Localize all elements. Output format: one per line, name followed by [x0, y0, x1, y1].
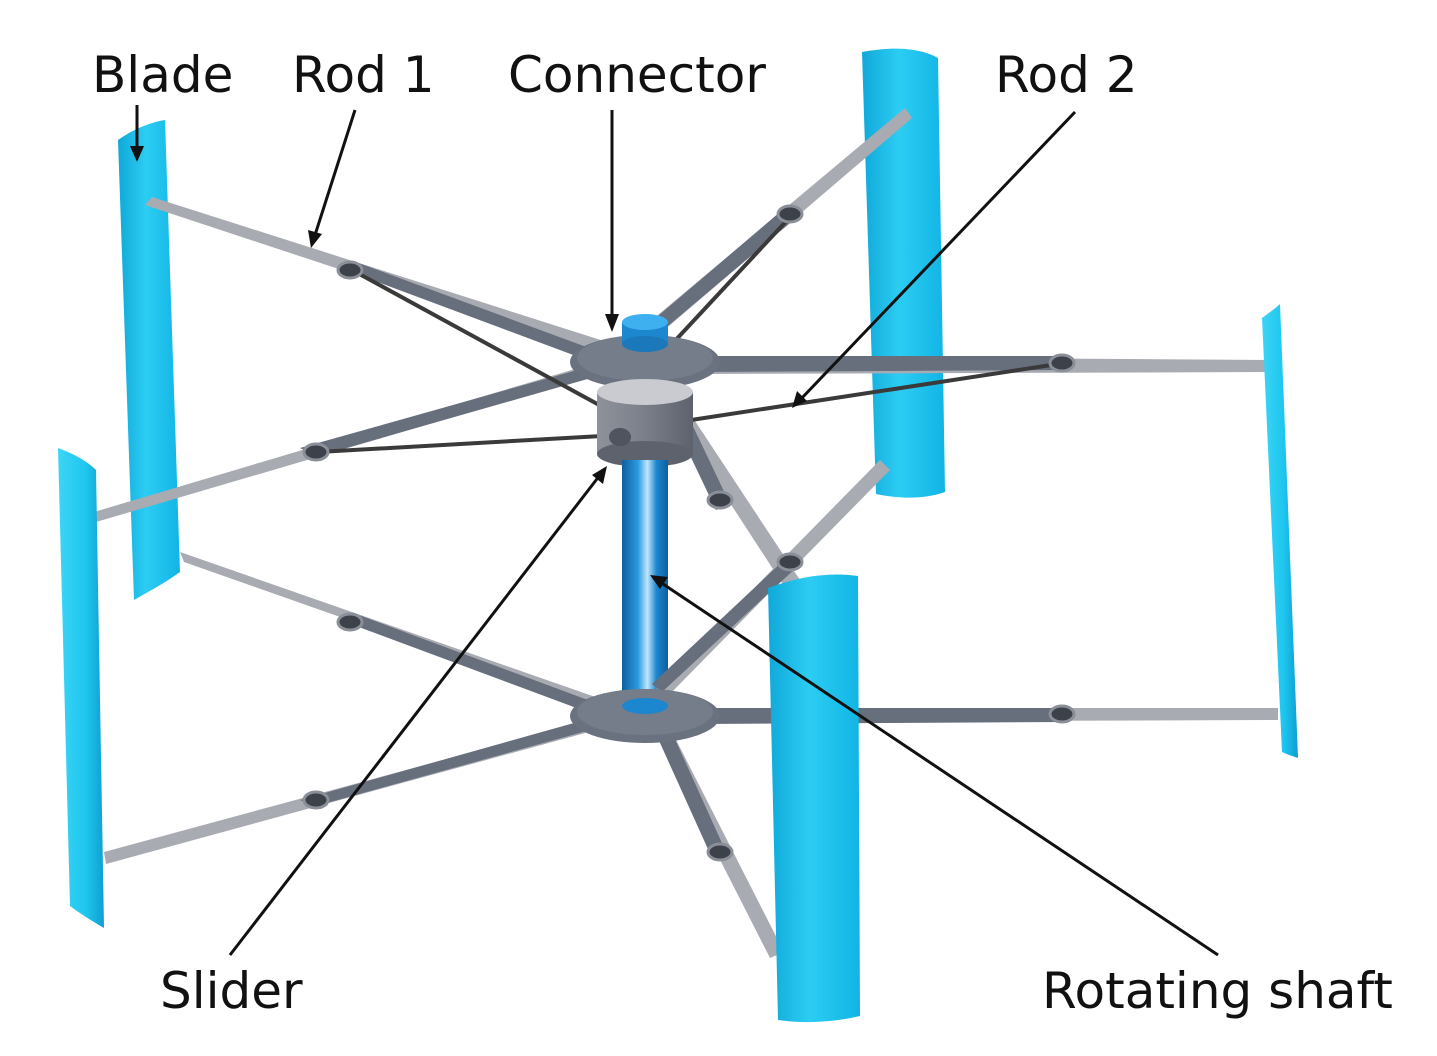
- leader-connector: [605, 110, 619, 332]
- blade-front-left: [58, 448, 104, 928]
- leader-lines: [130, 105, 1219, 957]
- connector-hub: [570, 314, 720, 389]
- blade-back-left: [118, 120, 180, 600]
- leader-blade: [130, 105, 144, 162]
- leader-slider: [228, 466, 607, 956]
- slider: [597, 379, 693, 467]
- label-slider: Slider: [160, 962, 303, 1020]
- leader-rotating-shaft: [650, 575, 1219, 957]
- label-rod2: Rod 2: [995, 46, 1138, 104]
- blade-right: [1262, 304, 1298, 758]
- label-connector: Connector: [508, 46, 766, 104]
- leader-rod1: [308, 109, 357, 248]
- label-rod1: Rod 1: [292, 46, 435, 104]
- rod2-wires: [317, 213, 1059, 454]
- bottom-hub: [570, 689, 720, 743]
- label-rotating-shaft: Rotating shaft: [1042, 962, 1393, 1020]
- label-blade: Blade: [92, 46, 233, 104]
- pivot-joints: [302, 204, 1076, 862]
- blade-front: [768, 574, 860, 1023]
- leader-rod2: [792, 110, 1077, 408]
